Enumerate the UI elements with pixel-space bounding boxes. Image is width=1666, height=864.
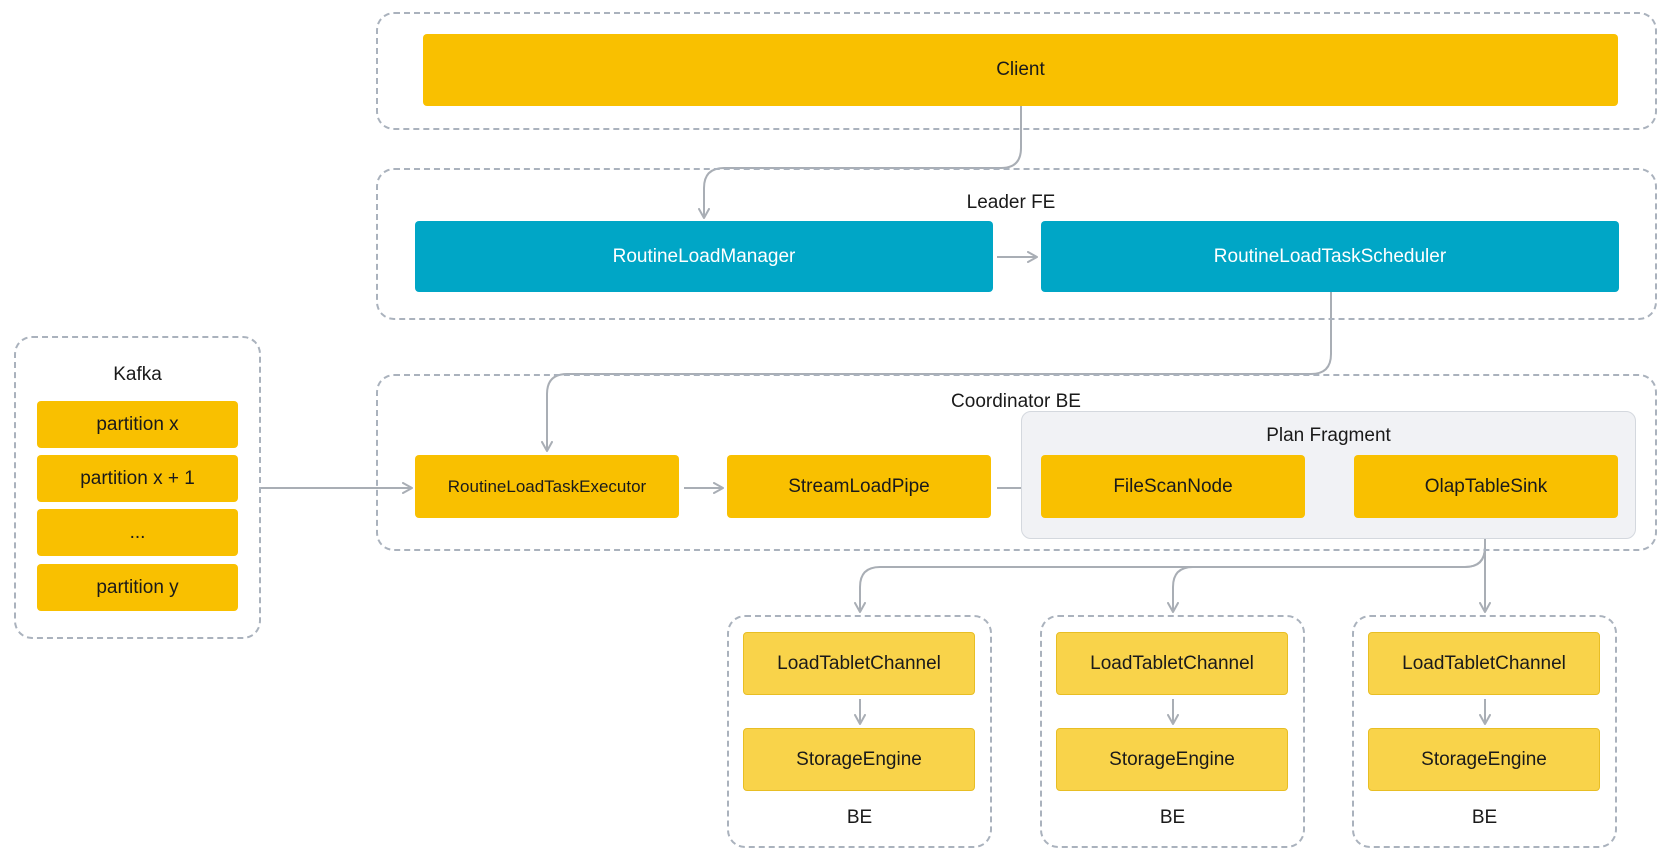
arrow-sink-to-be2 (1167, 521, 1486, 613)
client-group (376, 12, 1657, 130)
stream-load-pipe-box: StreamLoadPipe (727, 455, 991, 518)
be-label: BE (846, 807, 873, 828)
storage-engine-box: StorageEngine (1056, 728, 1288, 791)
load-tablet-channel-box: LoadTabletChannel (743, 632, 975, 695)
be-group (1352, 615, 1617, 848)
be-label: BE (1159, 807, 1186, 828)
client-box: Client (423, 34, 1618, 106)
partition-box: partition x (37, 401, 238, 448)
kafka-group (14, 336, 261, 639)
file-scan-node-box: FileScanNode (1041, 455, 1305, 518)
routine-load-task-scheduler-box: RoutineLoadTaskScheduler (1041, 221, 1619, 292)
be-label: BE (1471, 807, 1498, 828)
be-group (727, 615, 992, 848)
coordinator-be-title: Coordinator BE (951, 391, 1081, 412)
partition-ellipsis-box: ... (37, 509, 238, 556)
partition-box: partition y (37, 564, 238, 611)
plan-fragment-title: Plan Fragment (1266, 425, 1391, 446)
be-group (1040, 615, 1305, 848)
routine-load-manager-box: RoutineLoadManager (415, 221, 993, 292)
storage-engine-box: StorageEngine (743, 728, 975, 791)
load-tablet-channel-box: LoadTabletChannel (1056, 632, 1288, 695)
leader-fe-group (376, 168, 1657, 320)
routine-load-task-executor-box: RoutineLoadTaskExecutor (415, 455, 679, 518)
leader-fe-title: Leader FE (966, 192, 1056, 213)
load-tablet-channel-box: LoadTabletChannel (1368, 632, 1600, 695)
olap-table-sink-box: OlapTableSink (1354, 455, 1618, 518)
partition-box: partition x + 1 (37, 455, 238, 502)
kafka-title: Kafka (113, 364, 162, 385)
storage-engine-box: StorageEngine (1368, 728, 1600, 791)
coordinator-be-group (376, 374, 1657, 551)
